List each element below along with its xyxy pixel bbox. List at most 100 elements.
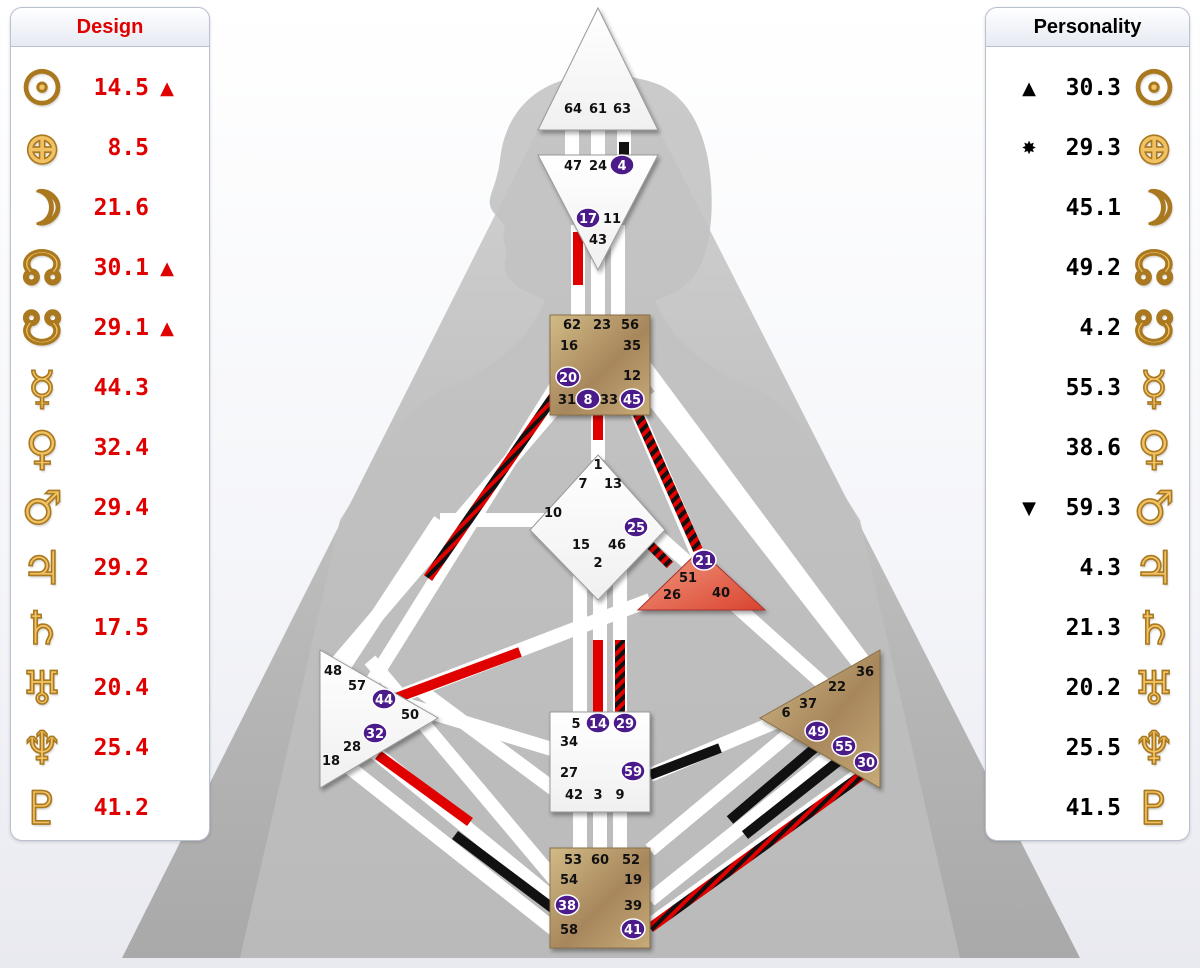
personality-mark: ▼ — [1022, 497, 1036, 519]
gate-58-label: 58 — [560, 923, 578, 938]
gate-38-label: 38 — [558, 899, 576, 914]
earth-icon: ⊕ — [22, 121, 62, 175]
design-panel-title: Design — [11, 8, 209, 47]
gate-54-label: 54 — [560, 873, 578, 888]
gate-61-label: 61 — [589, 102, 607, 117]
pluto-icon: ♇ — [1133, 781, 1176, 835]
personality-value: 41.5 — [1065, 795, 1121, 821]
gate-badge — [575, 388, 601, 410]
design-value: 29.2 — [93, 555, 149, 581]
design-value: 41.2 — [93, 795, 149, 821]
gate-24-label: 24 — [589, 159, 607, 174]
gate-50-label: 50 — [401, 708, 419, 723]
gate-badge — [362, 722, 388, 744]
personality-value: 45.1 — [1065, 195, 1121, 221]
personality-row: ▲30.3☉ — [1019, 58, 1179, 118]
mercury-icon: ☿ — [1139, 361, 1169, 415]
design-value: 25.4 — [93, 735, 149, 761]
venus-icon: ♀ — [1136, 421, 1171, 475]
design-row: ☊30.1▲ — [17, 238, 177, 298]
personality-row: 41.5 ♇ — [1019, 778, 1179, 838]
personality-value: 55.3 — [1065, 375, 1121, 401]
gate-52-label: 52 — [622, 853, 640, 868]
saturn-icon: ♄ — [21, 601, 64, 655]
personality-row: 21.3♄ — [1019, 598, 1179, 658]
north-node-icon: ☊ — [21, 241, 63, 295]
gate-badge — [804, 720, 830, 742]
design-panel: Design ☉14.5▲⊕8.5☽21.6☊30.1▲☋29.1▲☿44.3♀… — [10, 7, 210, 841]
venus-icon: ♀ — [24, 421, 59, 475]
head-center — [537, 6, 659, 131]
personality-row: 49.2☊ — [1019, 238, 1179, 298]
gate-badge — [620, 760, 646, 782]
design-value: 8.5 — [107, 135, 149, 161]
gate-53-label: 53 — [564, 853, 582, 868]
gate-28-label: 28 — [343, 740, 361, 755]
gate-37-label: 37 — [799, 697, 817, 712]
gate-1-label: 1 — [593, 458, 602, 473]
gate-badge — [619, 388, 645, 410]
gate-31-label: 31 — [558, 393, 576, 408]
gate-46-label: 46 — [608, 538, 626, 553]
gate-20-label: 20 — [559, 371, 577, 386]
gate-badge — [585, 712, 611, 734]
south-node-icon: ☋ — [1133, 301, 1175, 355]
design-value: 29.1 — [93, 315, 149, 341]
personality-value: 4.3 — [1079, 555, 1121, 581]
gate-18-label: 18 — [322, 754, 340, 769]
gate-33-label: 33 — [600, 393, 618, 408]
gate-42-label: 42 — [565, 788, 583, 803]
personality-value: 25.5 — [1065, 735, 1121, 761]
gate-badge — [691, 549, 717, 571]
gate-40-label: 40 — [712, 586, 730, 601]
south-node-icon: ☋ — [21, 301, 63, 355]
gate-62-label: 62 — [563, 318, 581, 333]
personality-row: ✸29.3⊕ — [1019, 118, 1179, 178]
gate-29-label: 29 — [616, 717, 634, 732]
jupiter-icon: ♃ — [1133, 541, 1176, 595]
gate-64-label: 64 — [564, 102, 582, 117]
gate-16-label: 16 — [560, 339, 578, 354]
gate-55-label: 55 — [835, 740, 853, 755]
design-value: 44.3 — [93, 375, 149, 401]
neptune-icon: ♆ — [21, 721, 64, 775]
design-row: ☽21.6 — [17, 178, 177, 238]
personality-row: 45.1☽ — [1019, 178, 1179, 238]
uranus-icon: ♅ — [1133, 661, 1176, 715]
gate-badge — [575, 207, 601, 229]
gate-badge — [853, 751, 879, 773]
gate-23-label: 23 — [593, 318, 611, 333]
design-value: 14.5 — [93, 75, 149, 101]
gate-11-label: 11 — [603, 212, 621, 227]
gate-badge — [555, 366, 581, 388]
gate-26-label: 26 — [663, 588, 681, 603]
gate-27-label: 27 — [560, 766, 578, 781]
gate-badge — [371, 688, 397, 710]
gate-14-label: 14 — [589, 717, 607, 732]
gate-41-label: 41 — [624, 923, 642, 938]
personality-value: 59.3 — [1065, 495, 1121, 521]
gate-32-label: 32 — [366, 727, 384, 742]
personality-value: 4.2 — [1079, 315, 1121, 341]
gate-25-label: 25 — [627, 521, 645, 536]
gate-10-label: 10 — [544, 506, 562, 521]
gate-47-label: 47 — [564, 159, 582, 174]
gate-49-label: 49 — [808, 725, 826, 740]
gate-7-label: 7 — [578, 477, 587, 492]
gate-2-label: 2 — [593, 556, 602, 571]
mars-icon: ♂ — [1133, 481, 1176, 535]
design-mark: ▲ — [160, 317, 174, 339]
personality-value: 29.3 — [1065, 135, 1121, 161]
personality-value: 20.2 — [1065, 675, 1121, 701]
gate-39-label: 39 — [624, 899, 642, 914]
g-center — [529, 454, 666, 601]
gate-5-label: 5 — [571, 717, 580, 732]
gate-51-label: 51 — [679, 571, 697, 586]
design-row: ☋ 29.1 ▲ — [17, 298, 177, 358]
gate-35-label: 35 — [623, 339, 641, 354]
design-row: ☉14.5▲ — [17, 58, 177, 118]
gate-43-label: 43 — [589, 233, 607, 248]
gate-59-label: 59 — [624, 765, 642, 780]
